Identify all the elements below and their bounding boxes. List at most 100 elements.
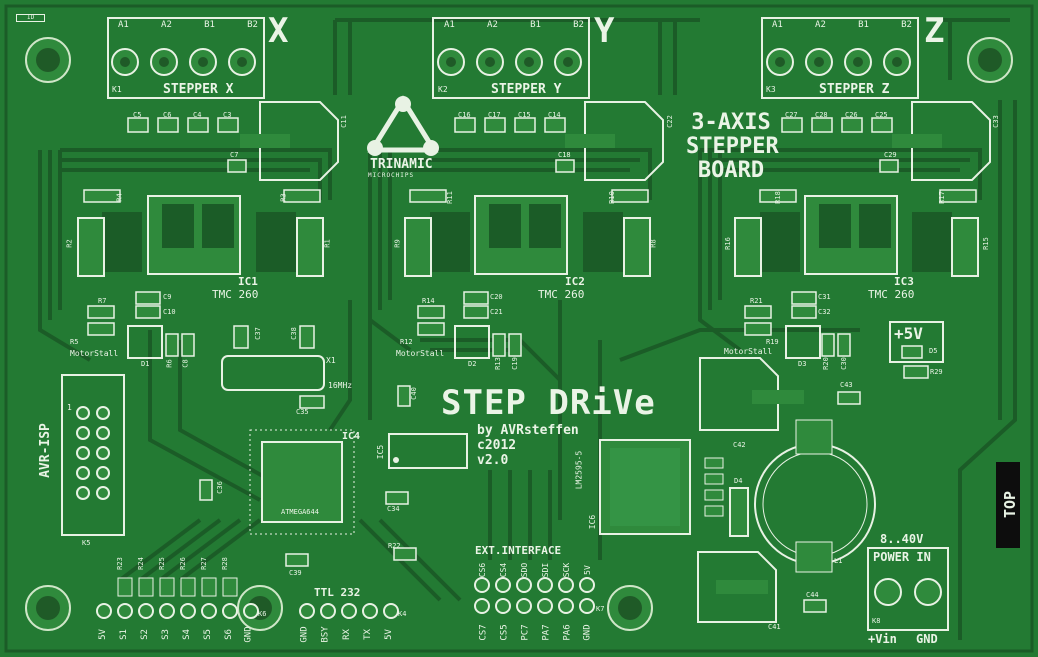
ref-cap: C28 (815, 111, 828, 119)
ref-cap: C27 (785, 111, 798, 119)
ref-cap: C4 (193, 111, 202, 119)
ref-ic2: IC2 (565, 275, 585, 288)
axis-letter-x: X (268, 11, 289, 51)
ref-c43: C43 (840, 381, 853, 389)
board-byline: by AVRsteffen (477, 423, 579, 438)
ext-pin-bottom: CS5 (499, 624, 510, 641)
ref-ic1: IC1 (238, 275, 258, 288)
ref-cap: C18 (558, 151, 571, 159)
ref-part: R6 (165, 359, 174, 368)
ref-k2: K2 (438, 85, 448, 94)
ext-pin-bottom: PC7 (520, 624, 531, 641)
pin-label: B1 (204, 20, 215, 30)
stepper-z-label: STEPPER Z (819, 82, 890, 97)
axis-letter-y: Y (594, 11, 615, 51)
ext-pin-top: CS4 (499, 562, 509, 578)
ref-part: C20 (490, 293, 503, 301)
ref-res: R11 (445, 191, 454, 204)
ref-cap: C5 (133, 111, 142, 119)
subtitle-line-3: BOARD (697, 158, 765, 183)
ref-c41: C41 (768, 623, 781, 631)
ext-pin-top: SDO (520, 562, 530, 578)
ref-k6: K6 (258, 610, 267, 618)
ref-res: R17 (937, 191, 946, 204)
board-title: STEP DRiVe (441, 383, 656, 423)
ref-k7: K7 (596, 605, 605, 613)
driver-part-1: TMC 260 (212, 288, 259, 301)
motor-stall-label-y: MotorStall (396, 349, 445, 358)
ref-k3: K3 (766, 85, 776, 94)
ref-res: R23 (115, 557, 124, 570)
ttl-pin: GND (299, 626, 310, 643)
ref-cap: C14 (548, 111, 561, 119)
pin-label: B1 (858, 20, 869, 30)
pin-label: A2 (161, 20, 172, 30)
trinamic-logo-sub: MICROCHIPS (368, 172, 415, 179)
ref-part: C30 (839, 357, 848, 370)
regulator-part: LM2595-5 (574, 450, 584, 490)
trinamic-logo-mark (367, 95, 439, 156)
ref-c37: C37 (253, 327, 262, 340)
ref-res: R1 (323, 239, 332, 248)
ref-cap: C7 (230, 151, 239, 159)
ext-pin-bottom: PA6 (562, 624, 573, 641)
ttl-pin: 5V (383, 629, 394, 640)
ref-res: R25 (157, 557, 166, 570)
ref-part: C32 (818, 308, 831, 316)
ref-l1: L1 (834, 557, 843, 565)
pin-label: A2 (487, 20, 498, 30)
ref-c36: C36 (215, 481, 224, 494)
ext-interface-label: EXT.INTERFACE (475, 544, 562, 557)
ref-r22: R22 (388, 542, 401, 550)
ext-pin-top: CS6 (478, 562, 488, 578)
ext-pin-top: 5V (582, 565, 592, 575)
ttl-label: TTL 232 (314, 586, 361, 599)
servo-pin: S6 (223, 629, 234, 640)
ref-cap: C26 (845, 111, 858, 119)
ttl-pin: BSY (320, 626, 331, 643)
ref-k1: K1 (112, 85, 122, 94)
power-gnd-label: GND (916, 632, 938, 646)
ref-cap: C25 (875, 111, 888, 119)
mounting-holes (25, 37, 1013, 631)
ref-c44: C44 (806, 591, 819, 599)
ref-r29: R29 (930, 368, 943, 376)
ref-c11: C11 (339, 115, 348, 128)
ref-k5: K5 (82, 539, 91, 547)
ref-res: R7 (98, 297, 107, 305)
ref-ic4: IC4 (342, 431, 361, 442)
ref-res: R18 (773, 191, 782, 204)
servo-pin: S3 (160, 629, 171, 640)
ref-res: R15 (981, 237, 990, 250)
ref-ic3: IC3 (894, 275, 914, 288)
ref-res: R16 (723, 237, 732, 250)
ref-c40: C40 (409, 387, 418, 400)
pin-label: B1 (530, 20, 541, 30)
pin-label: A1 (118, 20, 129, 30)
ref-ic6: IC6 (588, 514, 598, 530)
ref-part: C21 (490, 308, 503, 316)
isp-pin1: 1 (67, 403, 72, 412)
ref-res: R26 (178, 557, 187, 570)
ref-d5: D5 (929, 347, 938, 355)
trinamic-logo-text: TRINAMIC (370, 157, 433, 172)
ref-res: R27 (199, 557, 208, 570)
ext-pin-bottom: PA7 (541, 624, 552, 641)
ref-c39: C39 (289, 569, 302, 577)
ref-res: R21 (750, 297, 763, 305)
mcu-part: ATMEGA644 (281, 508, 319, 516)
ref-c35: C35 (296, 408, 309, 416)
ref-res: R19 (766, 338, 779, 346)
ext-pin-top: SDI (541, 562, 551, 578)
pin-label: B2 (901, 20, 912, 30)
ref-part: C10 (163, 308, 176, 316)
ext-pin-bottom: GND (582, 624, 593, 641)
ref-cap: C6 (163, 111, 172, 119)
subtitle-line-2: STEPPER (686, 134, 779, 159)
ref-part: R20 (821, 357, 830, 370)
power-plus-label: +Vin (868, 632, 897, 646)
ttl-pin: RX (341, 629, 352, 640)
